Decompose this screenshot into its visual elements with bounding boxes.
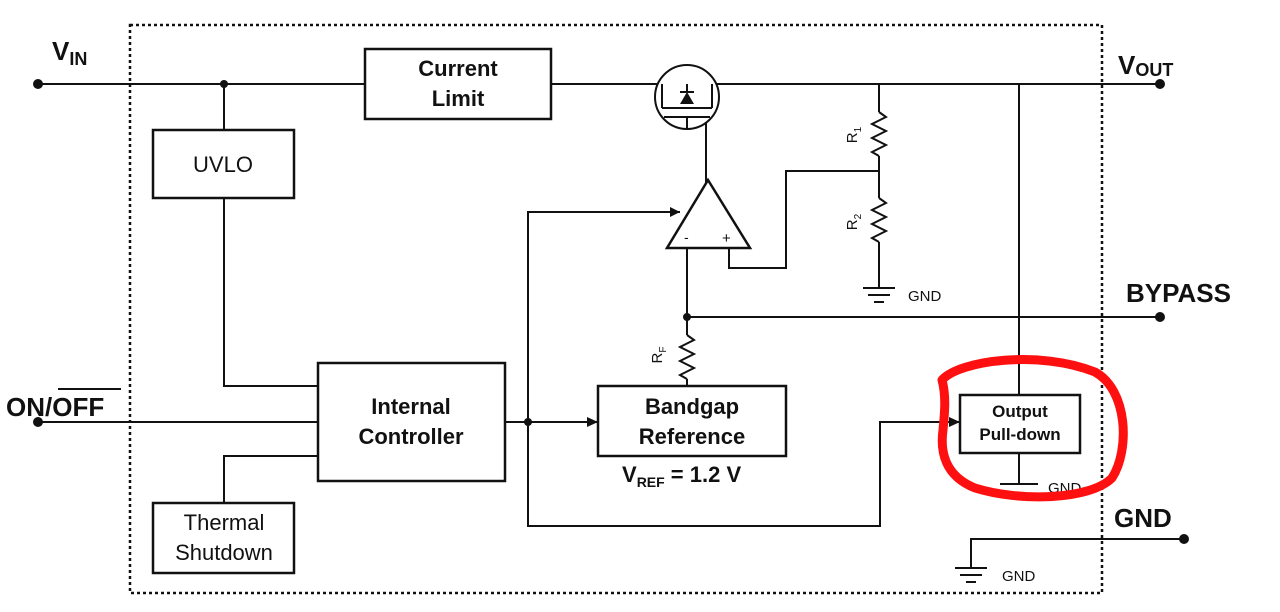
pulldown-label-2: Pull-down: [979, 425, 1060, 444]
bypass-label: BYPASS: [1126, 278, 1231, 308]
internal-controller-block: [316, 361, 507, 483]
svg-text:RF: RF: [649, 347, 669, 364]
vin-label: VIN: [52, 36, 87, 69]
opamp-minus-label: -: [684, 229, 689, 245]
bandgap-label-1: Bandgap: [645, 394, 739, 419]
onoff-label: ON/OFF: [6, 392, 104, 422]
r1-resistor: [869, 111, 889, 157]
opamp-plus-label: +: [722, 230, 731, 247]
uvlo-label: UVLO: [193, 152, 253, 177]
controller-label-1: Internal: [371, 394, 450, 419]
pulldown-arrow: [949, 417, 960, 427]
gnd-wire: [970, 538, 1184, 568]
current-limit-block: [363, 47, 553, 121]
controller-to-amp-wire: [527, 211, 680, 422]
onoff-pin-dot: [33, 417, 43, 427]
pass-mosfet: [654, 64, 720, 130]
r2-gnd-label: GND: [908, 288, 942, 305]
controller-to-pulldown-wire: [527, 421, 960, 527]
r1-label: R1: [844, 126, 864, 143]
current-limit-label-1: Current: [418, 56, 498, 81]
r2-resistor: [869, 197, 889, 243]
vin-pin-dot: [33, 79, 43, 89]
amp-input-arrow: [670, 207, 680, 217]
thermal-shutdown-block: [151, 501, 296, 575]
bandgap-block: [596, 384, 788, 458]
vout-pin-dot: [1155, 79, 1165, 89]
svg-text:R2: R2: [844, 213, 864, 230]
r2-label: R2: [844, 213, 864, 230]
output-pulldown-block: [958, 393, 1082, 455]
gnd-pin-dot: [1179, 534, 1189, 544]
svg-text:R1: R1: [844, 126, 864, 143]
chip-boundary: [128, 23, 1104, 595]
thermal-to-controller-wire: [223, 455, 318, 503]
uvlo-to-controller-wire: [223, 198, 318, 387]
error-amplifier: [664, 177, 753, 250]
rf-label: RF: [649, 347, 669, 364]
highlight-circle: [937, 355, 1128, 502]
vref-label: VREF = 1.2 V: [622, 462, 741, 490]
pulldown-label-1: Output: [992, 402, 1048, 421]
thermal-label-1: Thermal: [184, 510, 265, 535]
thermal-label-2: Shutdown: [175, 540, 273, 565]
rf-resistor: [677, 334, 697, 380]
gnd-label: GND: [1114, 503, 1172, 533]
bandgap-arrow: [587, 417, 598, 427]
uvlo-block: [151, 128, 296, 200]
gnd-ground-symbol: [955, 567, 987, 583]
gnd-pin-gnd-label: GND: [1002, 568, 1036, 585]
bandgap-label-2: Reference: [639, 424, 745, 449]
feedback-wire: [728, 170, 879, 269]
vout-label: VOUT: [1118, 50, 1173, 80]
controller-label-2: Controller: [358, 424, 464, 449]
bypass-pin-dot: [1155, 312, 1165, 322]
r2-ground-symbol: [863, 287, 895, 303]
current-limit-label-2: Limit: [432, 86, 485, 111]
